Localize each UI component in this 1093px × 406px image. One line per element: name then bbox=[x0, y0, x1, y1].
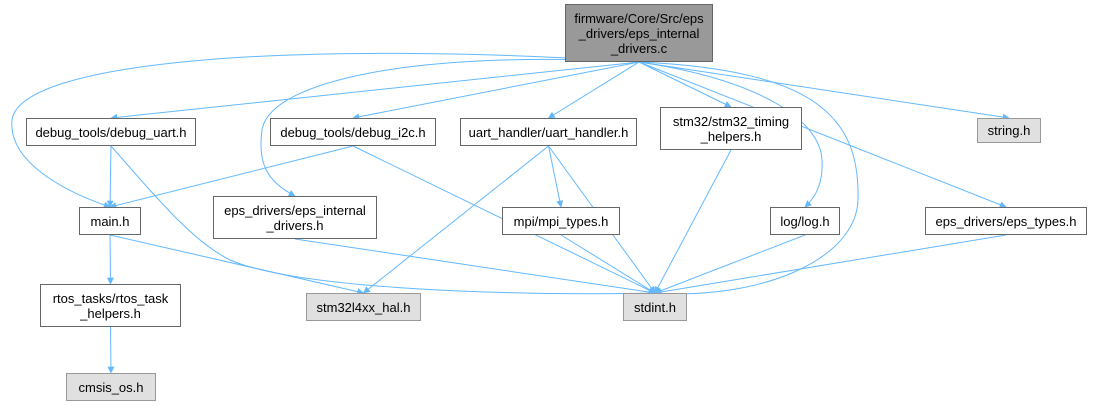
edge-eps_types-to-stdint_h bbox=[654, 234, 1007, 296]
edge-mpi_types-to-stdint_h bbox=[560, 234, 656, 294]
node-main-h[interactable]: main.h bbox=[79, 207, 141, 235]
edge-root-to-debug_i2c bbox=[352, 61, 640, 121]
node-root-file[interactable]: firmware/Core/Src/eps _drivers/eps_inter… bbox=[565, 4, 713, 62]
node-stdint-h[interactable]: stdint.h bbox=[623, 293, 687, 321]
node-label-line: stm32l4xx_hal.h bbox=[316, 299, 411, 315]
node-label-line: uart_handler/uart_handler.h bbox=[468, 124, 629, 140]
edge-root-to-stm32_timing bbox=[638, 61, 732, 108]
edge-root-to-stdint_h bbox=[638, 61, 859, 297]
node-stm32l4xx-hal-h[interactable]: stm32l4xx_hal.h bbox=[306, 293, 421, 321]
node-string-h[interactable]: string.h bbox=[977, 118, 1041, 143]
node-label-line: rtos_tasks/rtos_task bbox=[52, 290, 169, 306]
edge-root-to-eps_types bbox=[638, 61, 1007, 208]
edge-main_h-to-stm32l4xx_hal bbox=[109, 234, 365, 296]
edge-log_h-to-stdint_h bbox=[654, 234, 806, 294]
node-label-line: stm32/stm32_timing bbox=[672, 113, 790, 129]
edge-uart_handler-to-stm32l4xx_hal bbox=[362, 145, 549, 294]
node-label-line: debug_tools/debug_i2c.h bbox=[280, 124, 426, 140]
node-label-line: mpi/mpi_types.h bbox=[513, 213, 609, 229]
edge-uart_handler-to-mpi_types bbox=[548, 145, 564, 208]
node-label-line: _drivers/eps_internal bbox=[578, 25, 700, 41]
node-eps-types-h[interactable]: eps_drivers/eps_types.h bbox=[925, 207, 1087, 235]
node-label-line: eps_drivers/eps_internal bbox=[224, 202, 366, 218]
edge-root-to-log_h bbox=[638, 61, 823, 208]
node-stm32-timing-helpers-h[interactable]: stm32/stm32_timing _helpers.h bbox=[660, 107, 802, 150]
edge-rtos_helpers-to-cmsis_os bbox=[107, 326, 115, 374]
edge-debug_uart-to-main_h bbox=[106, 145, 114, 208]
node-uart-handler-h[interactable]: uart_handler/uart_handler.h bbox=[460, 118, 637, 146]
edge-root-to-uart_handler bbox=[547, 61, 640, 119]
edge-stm32_timing-to-stdint_h bbox=[654, 149, 732, 294]
node-label-line: debug_tools/debug_uart.h bbox=[35, 124, 187, 140]
node-label-line: _helpers.h bbox=[80, 305, 141, 321]
node-rtos-task-helpers-h[interactable]: rtos_tasks/rtos_task _helpers.h bbox=[40, 284, 181, 327]
node-label-line: firmware/Core/Src/eps bbox=[574, 10, 704, 26]
node-label-line: log/log.h bbox=[780, 213, 830, 229]
edge-main_h-to-rtos_helpers bbox=[106, 234, 114, 285]
edge-root-to-main_h bbox=[11, 52, 640, 209]
edge-root-to-string_h bbox=[638, 61, 1010, 121]
edge-debug_i2c-to-main_h bbox=[109, 145, 354, 209]
node-label-line: stdint.h bbox=[634, 299, 676, 315]
edge-root-to-debug_uart bbox=[110, 61, 640, 121]
node-label-line: main.h bbox=[90, 213, 130, 229]
node-cmsis-os-h[interactable]: cmsis_os.h bbox=[66, 373, 156, 401]
edge-eps_internal_h-to-stdint_h bbox=[294, 238, 656, 296]
node-label-line: _drivers.c bbox=[610, 40, 668, 56]
node-label-line: _drivers.h bbox=[266, 217, 324, 233]
node-label-line: _helpers.h bbox=[700, 128, 762, 144]
node-label-line: cmsis_os.h bbox=[78, 379, 144, 395]
edge-root-to-eps_internal_h bbox=[260, 58, 640, 197]
node-debug-uart-h[interactable]: debug_tools/debug_uart.h bbox=[26, 118, 196, 146]
node-label-line: eps_drivers/eps_types.h bbox=[935, 213, 1077, 229]
node-label-line: string.h bbox=[987, 123, 1031, 138]
node-log-h[interactable]: log/log.h bbox=[770, 207, 840, 235]
node-eps-internal-drivers-h[interactable]: eps_drivers/eps_internal _drivers.h bbox=[213, 196, 377, 239]
node-debug-i2c-h[interactable]: debug_tools/debug_i2c.h bbox=[270, 118, 436, 146]
node-mpi-types-h[interactable]: mpi/mpi_types.h bbox=[502, 207, 620, 235]
